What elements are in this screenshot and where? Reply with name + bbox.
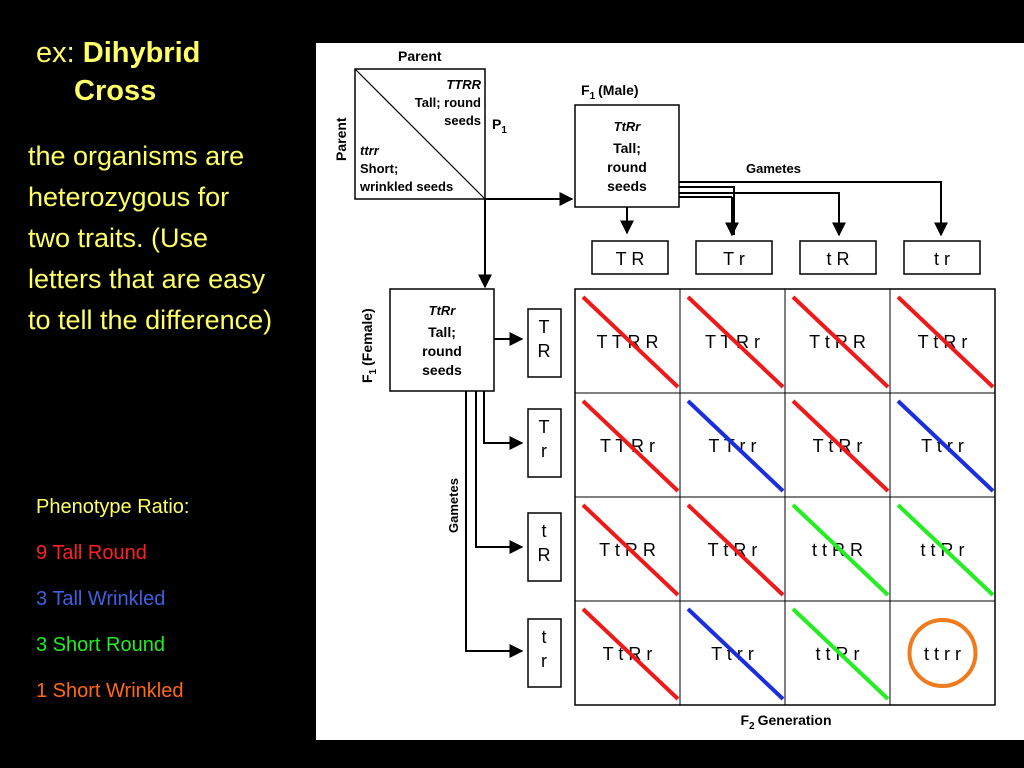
ratio-item-short-wrinkled: 1 Short Wrinkled	[36, 680, 184, 702]
parent-label-top: Parent	[398, 48, 442, 64]
parent2-line1: Short;	[360, 161, 398, 176]
ratio-heading: Phenotype Ratio:	[36, 496, 190, 518]
parent2-line2: wrinkled seeds	[359, 179, 453, 194]
f1-female-line3: seeds	[422, 362, 462, 378]
f1-male-genotype: TtRr	[614, 119, 642, 134]
slide-description: the organisms are heterozygous for two t…	[28, 141, 273, 335]
female-gamete-arrow-2	[483, 391, 524, 450]
grid-cell-genotype: T t R R	[599, 540, 656, 560]
female-gamete-box	[527, 408, 562, 478]
ratio-item-tall-round: 9 Tall Round	[36, 542, 147, 564]
mark-slash-red	[581, 503, 680, 597]
female-gamete-label: t	[541, 627, 546, 647]
parent-divider	[354, 68, 486, 200]
female-gamete-label: R	[538, 545, 551, 565]
mark-slash-red	[581, 399, 680, 493]
f1-female-line2: round	[422, 343, 462, 359]
male-gamete-label: T R	[616, 249, 645, 269]
p1-label: P1	[492, 116, 507, 136]
parent1-line1: Tall; round	[415, 95, 481, 110]
mark-slash-red	[581, 607, 680, 701]
parent-label-side: Parent	[333, 117, 349, 161]
mark-slash-green	[896, 503, 995, 597]
male-gamete-label: t r	[934, 249, 950, 269]
male-gametes-label: Gametes	[746, 161, 801, 176]
female-gamete-box	[527, 308, 562, 378]
female-gamete-box	[527, 618, 562, 688]
female-gamete-label: T	[539, 417, 550, 437]
mark-slash-blue	[686, 607, 785, 701]
grid-cell-genotype: T t R r	[918, 332, 968, 352]
grid-cell-genotype: T t R R	[809, 332, 866, 352]
f1-male-line1: Tall;	[613, 140, 641, 156]
parent2-genotype: ttrr	[360, 143, 380, 158]
grid-cell-genotype: t t r r	[924, 644, 961, 664]
mark-slash-blue	[896, 399, 995, 493]
mark-slash-red	[791, 295, 890, 389]
dihybrid-diagram: Parent Parent TTRR Tall; round seeds P1 …	[333, 48, 996, 732]
diagram-panel: Parent Parent TTRR Tall; round seeds P1 …	[316, 43, 1024, 740]
f1-female-label: F1(Female)	[359, 308, 379, 383]
f1-female-line1: Tall;	[428, 324, 456, 340]
mark-circle-short-wrinkled	[907, 618, 978, 688]
mark-slash-red	[686, 295, 785, 389]
parent1-line2: seeds	[444, 113, 481, 128]
mark-slash-green	[791, 503, 890, 597]
f1-male-label: F1(Male)	[581, 82, 639, 102]
grid-cell-genotype: t t R R	[812, 540, 863, 560]
male-gamete-label: T r	[723, 249, 745, 269]
ratio-item-short-round: 3 Short Round	[36, 634, 165, 656]
grid-cell-genotype: T T R r	[600, 436, 655, 456]
male-gamete-box	[695, 240, 773, 275]
male-gamete-arrow-3	[679, 192, 846, 237]
male-gamete-box	[903, 240, 981, 275]
slide-title: ex: Dihybrid Cross	[36, 34, 200, 110]
parent1-genotype: TTRR	[446, 77, 481, 92]
female-gamete-label: r	[541, 651, 547, 671]
mark-slash-red	[686, 503, 785, 597]
title-bold-1: Dihybrid	[82, 37, 201, 69]
mark-slash-red	[896, 295, 995, 389]
mark-slash-green	[791, 607, 890, 701]
f1-male-box	[574, 104, 680, 208]
punnett-grid: T T R R T T R r T t R R T t R r T T R r T T r…	[574, 288, 996, 706]
f1-female-box	[389, 288, 495, 392]
female-gametes-label: Gametes	[446, 478, 461, 533]
f1-female-genotype: TtRr	[429, 303, 457, 318]
grid-cell-genotype: T t r r	[921, 436, 964, 456]
title-bold-2: Cross	[74, 75, 157, 107]
female-gamete-label: t	[541, 521, 546, 541]
mark-slash-blue	[686, 399, 785, 493]
grid-cell-genotype: T T r r	[708, 436, 756, 456]
male-gamete-label: t R	[826, 249, 849, 269]
f1-male-line2: round	[607, 159, 647, 175]
grid-cell-genotype: T T R R	[596, 332, 658, 352]
female-gamete-box	[527, 512, 562, 582]
female-gamete-label: r	[541, 441, 547, 461]
female-gamete-label: T	[539, 317, 550, 337]
phenotype-ratio: Phenotype Ratio: 9 Tall Round 3 Tall Wri…	[36, 484, 189, 714]
grid-cell-genotype: T T R r	[705, 332, 760, 352]
ratio-item-tall-wrinkled: 3 Tall Wrinkled	[36, 588, 166, 610]
grid-cell-genotype: t t R r	[921, 540, 965, 560]
female-gamete-arrow-3	[475, 391, 524, 554]
male-gamete-box	[591, 240, 669, 275]
grid-cell-genotype: T t R r	[813, 436, 863, 456]
male-gamete-box	[799, 240, 877, 275]
male-gamete-arrow-4	[679, 181, 948, 237]
female-gamete-label: R	[538, 341, 551, 361]
title-prefix: ex:	[36, 37, 75, 69]
grid-cell-genotype: T t R r	[603, 644, 653, 664]
mark-slash-red	[791, 399, 890, 493]
female-gamete-arrow-4	[465, 391, 524, 658]
male-gamete-line-2	[679, 186, 735, 235]
f1-male-line3: seeds	[607, 178, 647, 194]
mark-slash-red	[581, 295, 680, 389]
grid-cell-genotype: T t r r	[711, 644, 754, 664]
grid-cell-genotype: T t R r	[708, 540, 758, 560]
grid-cell-genotype: t t R r	[816, 644, 860, 664]
